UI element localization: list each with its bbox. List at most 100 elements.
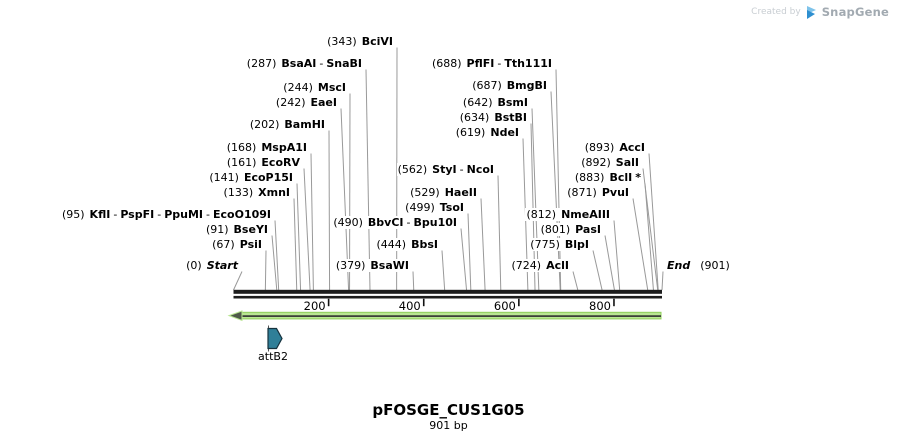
enzyme-name-text: End [667,259,691,272]
site-connector-line [271,235,278,291]
enzyme-name-text: BamHI [284,118,325,131]
site-connector-line [613,220,621,291]
enzyme-name-text: EcoP15I [243,171,293,184]
enzyme-name-text: EcoO109I [213,208,271,221]
site-label-styi-ncoi[interactable]: (562)StyI-NcoI [396,163,495,176]
attb2-feature-arrow[interactable] [267,327,283,350]
enzyme-name-text: PflFI [466,57,495,70]
map-start-label[interactable]: (0)Start [185,259,239,272]
site-label-mspa1i[interactable]: (168)MspA1I [225,141,308,154]
site-connector-line [296,183,302,291]
site-connector-line [467,213,472,291]
enzyme-name-text: AclI [546,259,569,272]
site-label-pasi[interactable]: (801) PasI [539,223,602,236]
site-label-pvui[interactable]: (871)PvuI [566,186,630,199]
site-label-ecorv[interactable]: (161) EcoRV [225,156,301,169]
site-label-bseyi[interactable]: (91)BseYI [204,223,269,236]
site-label-ecop15i[interactable]: (141)EcoP15I [208,171,294,184]
site-position-text: (379) [335,259,366,272]
site-connector-line [365,69,371,291]
site-label-bamhi[interactable]: (202)BamHI [248,118,326,131]
map-end-label[interactable]: End (901) [666,259,731,272]
site-label-bsaai-snabi[interactable]: (287)BsaAI-SnaBI [245,57,363,70]
site-label-bbvci-bpu10i[interactable]: (490)BbvCI-Bpu10I [332,216,458,229]
plasmid-length: 901 bp [429,419,468,432]
site-label-bstbi[interactable]: (634) BstBI [458,111,528,124]
enzyme-name-text: EcoRV [261,156,300,169]
enzyme-name-text: MscI [317,81,346,94]
site-label-bsmi[interactable]: (642)BsmI [461,96,529,109]
enzyme-name-text: KflI [89,208,111,221]
site-position-text: (634) [459,111,490,124]
whole-sequence-feature-arrow-core [241,315,661,317]
site-position-text: (801) [540,223,571,236]
site-label-eaei[interactable]: (242)EaeI [274,96,338,109]
enzyme-name-text: XmnI [258,186,290,199]
watermark-brand-text: SnapGene [821,5,889,19]
snapgene-logo-icon [806,5,816,19]
sequence-bar-bottom [233,295,662,299]
enzyme-name-text: Tth111I [504,57,552,70]
enzyme-name-text: Bpu10I [413,216,458,229]
site-label-acci[interactable]: (893) AccI [583,141,646,154]
enzyme-name-text: BsmI [497,96,529,109]
site-label-nmeaiii[interactable]: (812)NmeAIII [525,208,611,221]
site-label-bcivi[interactable]: (343)BciVI [326,35,394,48]
site-position-text: (0) [186,259,202,272]
site-connector-line [604,235,615,291]
site-connector-line [497,175,502,291]
site-separator: - [406,216,411,229]
enzyme-name-text: PsiI [239,238,262,251]
site-separator: - [459,163,464,176]
enzyme-name-text: BsaWI [370,259,409,272]
site-label-msci[interactable]: (244) MscI [282,81,347,94]
site-position-text: (95) [61,208,85,221]
site-position-text: (688) [431,57,462,70]
site-label-bcli[interactable]: (883)BclI* [573,171,642,184]
site-connector-line [274,220,280,291]
site-position-text: (724) [511,259,542,272]
site-label-sali[interactable]: (892)SalI [580,156,640,169]
site-position-text: (244) [283,81,313,94]
site-connector-line [648,153,659,291]
site-position-text: (490) [333,216,363,229]
site-position-text: (529) [410,186,440,199]
site-position-text: (133) [223,186,254,199]
site-position-text: (168) [226,141,257,154]
site-connector-line [592,250,603,291]
site-label-bmgbi[interactable]: (687)BmgBI [471,79,548,92]
site-label-tsoi[interactable]: (499)TsoI [404,201,465,214]
site-label-kfli-pspfi-ppumi-ecoo109i[interactable]: (95)KflI-PspFI-PpuMI-EcoO109I [60,208,272,221]
site-position-text: (893) [584,141,615,154]
enzyme-name-text: BstBI [494,111,527,124]
site-label-pflfi-tth111i[interactable]: (688)PflFI-Tth111I [430,57,553,70]
enzyme-name-text: AccI [619,141,645,154]
enzyme-name-text: PasI [575,223,601,236]
axis-tick-label: 800 [589,298,611,313]
snapgene-watermark: Created by SnapGene [751,5,889,19]
site-position-text: (901) [700,259,730,272]
plasmid-title: pFOSGE_CUS1G05 [372,401,525,419]
site-label-haeii[interactable]: (529)HaeII [409,186,478,199]
sequence-bar-top[interactable] [233,289,663,294]
axis-tick-label: 400 [398,298,421,313]
site-position-text: (242) [275,96,306,109]
site-label-blpi[interactable]: (775)BlpI [529,238,590,251]
whole-sequence-feature-arrowhead [227,310,243,322]
site-position-text: (619) [455,126,486,139]
feature-label-attb2: attB2 [258,350,288,363]
enzyme-name-text: SalI [615,156,639,169]
site-label-bbsi[interactable]: (444)BbsI [375,238,439,251]
site-separator: - [157,208,162,221]
site-label-psii[interactable]: (67) PsiI [211,238,263,251]
site-position-text: (67) [212,238,235,251]
site-label-ndei[interactable]: (619)NdeI [454,126,520,139]
site-connector-line [572,271,579,291]
site-label-xmni[interactable]: (133) XmnI [222,186,291,199]
watermark-created-by-text: Created by [751,7,801,17]
site-position-text: (161) [226,156,257,169]
site-label-bsawi[interactable]: (379) BsaWI [334,259,410,272]
site-label-acli[interactable]: (724) AclI [510,259,570,272]
